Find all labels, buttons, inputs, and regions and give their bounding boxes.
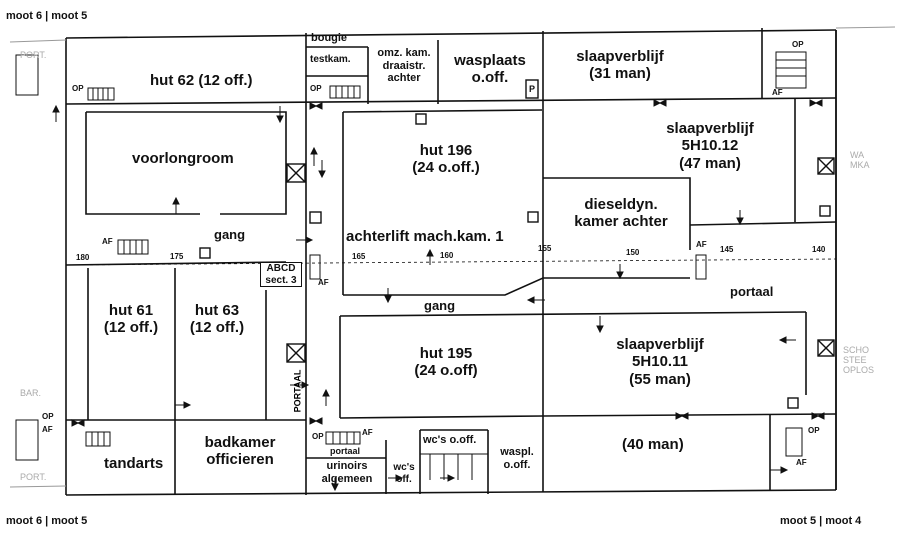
ghost-port-top: PORT. xyxy=(20,50,47,60)
af-marker: AF xyxy=(102,237,113,246)
room-waspl: waspl. o.off. xyxy=(500,446,534,471)
op-marker: OP xyxy=(310,84,322,93)
af-marker: AF xyxy=(42,425,53,434)
af-marker: AF xyxy=(796,458,807,467)
room-wasplaats: wasplaats o.off. xyxy=(454,52,526,87)
room-hut-63: hut 63 (12 off.) xyxy=(189,302,245,337)
ghost-right-top: WA MKA xyxy=(850,150,870,170)
op-marker: OP xyxy=(42,412,54,421)
room-wcs-o-off: wc's o.off. xyxy=(423,434,477,446)
ghost-bar: BAR. xyxy=(20,388,42,398)
op-marker: OP xyxy=(312,432,324,441)
af-marker: AF xyxy=(362,428,373,437)
room-hut-61: hut 61 (12 off.) xyxy=(103,302,159,337)
room-urinoirs: urinoirs algemeen xyxy=(321,460,373,485)
moot-label-top-left: moot 6 | moot 5 xyxy=(6,10,88,22)
room-slaapverblijf-47: slaapverblijf 5H10.12 (47 man) xyxy=(666,120,754,172)
door-markers xyxy=(71,99,825,427)
room-dieseldyn: dieseldyn. kamer achter xyxy=(574,196,668,231)
ghost-port-bottom: PORT. xyxy=(20,472,47,482)
room-badkamer-officieren: badkamer officieren xyxy=(204,434,276,469)
room-testkam: testkam. xyxy=(310,54,351,65)
portaal-vertical-label: PORTAAL xyxy=(292,369,303,413)
op-marker: OP xyxy=(792,40,804,49)
af-marker: AF xyxy=(696,240,707,249)
flow-arrows xyxy=(52,104,796,492)
af-marker: AF xyxy=(772,88,783,97)
room-bougie: bougie xyxy=(311,32,348,44)
room-tandarts: tandarts xyxy=(104,455,164,472)
room-slaapverblijf-31: slaapverblijf (31 man) xyxy=(576,48,664,83)
room-40-man: (40 man) xyxy=(622,436,684,453)
room-achterlift: achterlift mach.kam. 1 xyxy=(346,228,504,245)
gang-top-label: gang xyxy=(214,227,246,242)
room-portaal: portaal xyxy=(730,284,774,299)
p-marker: P xyxy=(529,84,536,94)
section-abcd-box: ABCD sect. 3 xyxy=(260,262,302,287)
stair-symbols xyxy=(15,51,807,461)
frame-number: 180 xyxy=(76,253,90,262)
op-marker: OP xyxy=(72,84,84,93)
room-omz-kam: omz. kam. draaistr. achter xyxy=(377,47,431,85)
room-slaapverblijf-55: slaapverblijf 5H10.11 (55 man) xyxy=(616,336,704,388)
frame-number: 175 xyxy=(170,252,184,261)
moot-label-bottom-right: moot 5 | moot 4 xyxy=(780,515,862,527)
frame-number: 165 xyxy=(352,252,366,261)
moot-label-bottom-left: moot 6 | moot 5 xyxy=(6,515,88,527)
frame-number: 150 xyxy=(626,248,640,257)
gang-mid-label: gang xyxy=(424,298,456,313)
room-hut-62: hut 62 (12 off.) xyxy=(150,72,253,89)
af-marker: AF xyxy=(318,278,329,287)
walls xyxy=(9,26,896,496)
room-wcs-off: wc's off. xyxy=(393,462,415,485)
frame-line xyxy=(65,258,837,266)
room-hut-195: hut 195 (24 o.off) xyxy=(414,345,478,380)
room-voorlongroom: voorlongroom xyxy=(132,150,234,167)
ghost-right-bottom: SCHO STEE OPLOS xyxy=(843,345,875,375)
frame-number: 145 xyxy=(720,245,734,254)
frame-number: 155 xyxy=(538,244,552,253)
escape-trunks xyxy=(199,79,835,409)
op-marker: OP xyxy=(808,426,820,435)
room-hut-196: hut 196 (24 o.off.) xyxy=(412,142,480,177)
wc-grid xyxy=(420,453,488,480)
frame-number: 160 xyxy=(440,251,454,260)
portaal-small-label: portaal xyxy=(330,446,361,456)
frame-number: 140 xyxy=(812,245,826,254)
